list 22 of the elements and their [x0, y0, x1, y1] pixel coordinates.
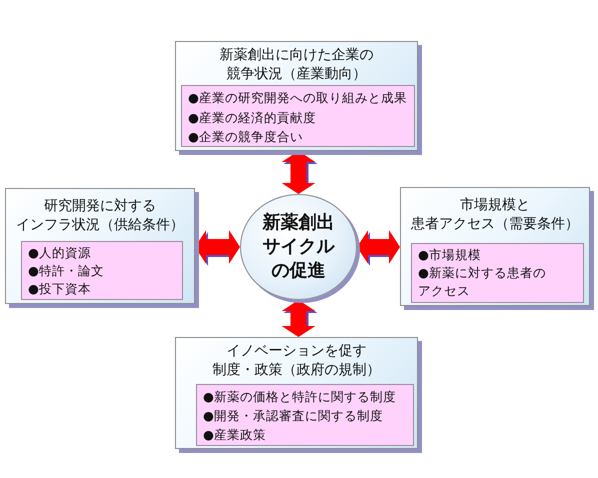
bullet-list-box [181, 85, 415, 147]
bullet-item: ●人的資源 [28, 244, 91, 262]
bullet-item: ●特許・論文 [28, 262, 104, 280]
bullet-list-box [21, 241, 183, 300]
double-arrow [357, 230, 400, 264]
box-heading: イノベーションを促す制度・政策（政府の規制） [212, 342, 380, 380]
box-heading: 研究開発に対するインフラ状況（供給条件） [16, 197, 184, 235]
bullet-list-box [411, 243, 584, 303]
bullet-item: ●産業の経済的貢献度 [188, 108, 316, 126]
double-arrow [282, 300, 316, 337]
bullet-item: ●市場規模 [418, 246, 481, 264]
bullet-item: ●新薬の価格と特許に関する制度 [203, 388, 396, 406]
bullet-item: ●新薬に対する患者のアクセス [418, 264, 547, 300]
bullet-item: ●企業の競争度合い [188, 128, 303, 146]
bullet-list-box [196, 384, 414, 446]
bullet-item: ●開発・承認審査に関する制度 [203, 407, 383, 425]
bullet-item: ●産業の研究開発への取り組みと成果 [188, 89, 407, 107]
box-heading: 新薬創出に向けた企業の競争状況（産業動向） [220, 46, 374, 84]
bullet-item: ●産業政策 [203, 426, 266, 444]
box-heading: 市場規模と患者アクセス（需要条件） [411, 196, 579, 234]
center-label: 新薬創出サイクルの促進 [261, 211, 336, 283]
bullet-item: ●投下資本 [28, 280, 91, 298]
